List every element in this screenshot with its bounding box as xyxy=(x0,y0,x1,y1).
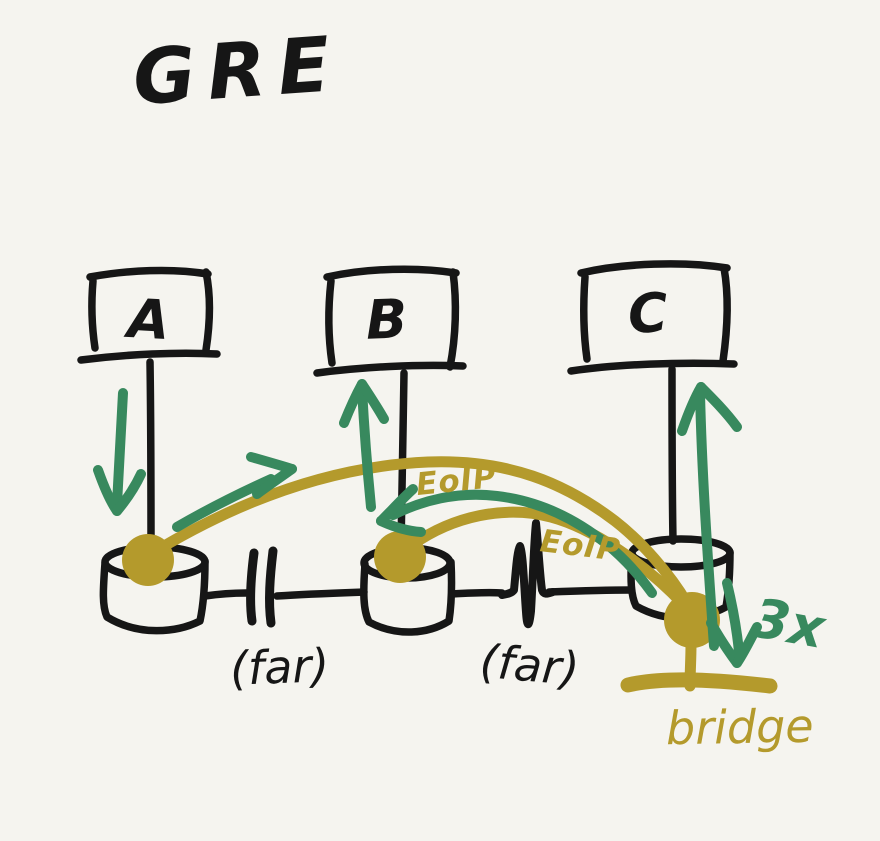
arrow-diagonal-a-to-b xyxy=(172,452,297,532)
bridge-bar xyxy=(620,672,778,694)
stem-a xyxy=(146,358,155,553)
stem-c xyxy=(668,365,677,545)
endpoint-dot-b xyxy=(374,531,426,583)
arrow-up-into-c xyxy=(677,382,742,651)
eoip-tunnel-b-to-c xyxy=(406,506,688,609)
tunnel-count-label: 3x xyxy=(747,586,830,661)
node-label-b: B xyxy=(364,287,409,352)
endpoint-dot-a xyxy=(122,534,174,586)
traffic-arrows xyxy=(93,379,762,668)
arrow-up-into-b xyxy=(339,379,389,512)
node-box-c xyxy=(567,260,738,375)
eoip-tunnel-strokes xyxy=(153,456,778,694)
node-box-b xyxy=(313,265,467,377)
node-label-c: C xyxy=(626,281,670,346)
wan-break-left-icon xyxy=(246,546,278,628)
wan-link-lines xyxy=(201,586,635,600)
arrow-down-into-a xyxy=(93,388,146,516)
arrow-curve-c-to-b xyxy=(376,484,657,598)
eoip-tunnel-a-to-c xyxy=(153,456,693,609)
diagram-title: GRE xyxy=(130,18,345,123)
wan-break-right-icon xyxy=(498,519,557,629)
tunnel-endpoint-dots xyxy=(122,531,720,648)
node-label-a: A xyxy=(126,286,172,353)
node-box-a xyxy=(77,266,221,364)
arrow-down-to-bridge xyxy=(706,578,762,668)
endpoint-dot-c xyxy=(664,592,720,648)
bridge-label: bridge xyxy=(665,698,815,756)
wan-label-right: (far) xyxy=(477,633,582,697)
wan-label-left: (far) xyxy=(229,638,331,696)
